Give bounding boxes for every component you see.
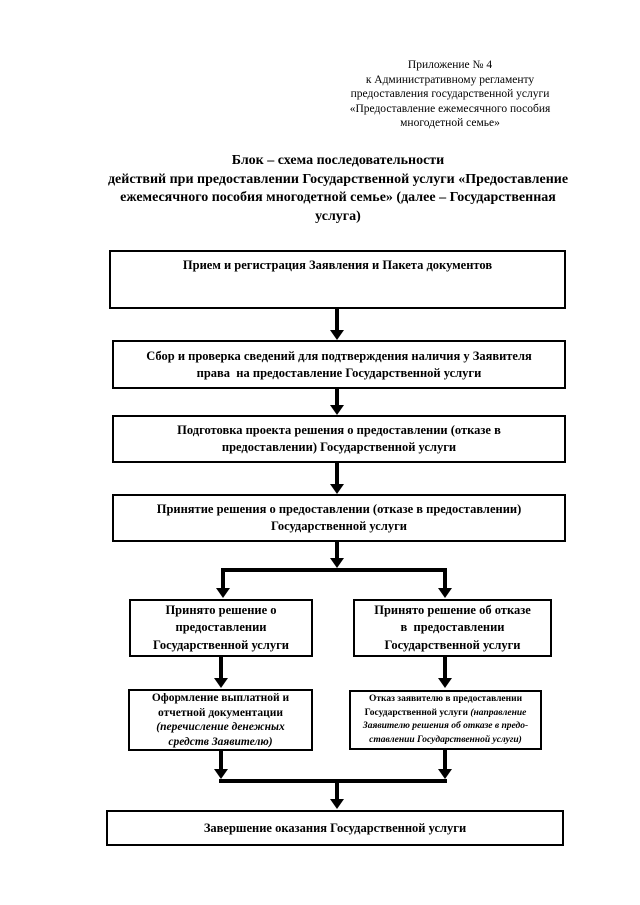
flow-box-draft-decision: Подготовка проекта решения о предоставле…: [112, 415, 566, 463]
flow-box-refused: Принято решение об отказе в предоставлен…: [353, 599, 552, 657]
flow-box-refusal-note: (направление Заявителю решения об отказе…: [362, 707, 529, 745]
arrowhead-down-icon: [214, 678, 228, 688]
split-drop-left: [221, 568, 225, 588]
flow-box-completion-label: Завершение оказания Государственной услу…: [203, 820, 467, 835]
flow-box-decision-label: Принятие решения о предоставлении (отказ…: [156, 502, 522, 533]
arrowhead-down-icon: [214, 769, 228, 779]
arrow-decision-to-split: [335, 540, 339, 558]
flow-box-refusal-label: Отказ заявителю в предоставлении Государ…: [363, 693, 528, 747]
merge-connector: [219, 779, 447, 783]
flow-box-decision: Принятие решения о предоставлении (отказ…: [112, 494, 566, 542]
flow-box-payment-label: Оформление выплатной и отчетной документ…: [152, 691, 289, 749]
flow-box-reception-label: Прием и регистрация Заявления и Пакета д…: [182, 258, 493, 272]
flow-box-verification-label: Сбор и проверка сведений для подтвержден…: [146, 348, 532, 380]
arrow-refused-to-refusal: [443, 657, 447, 678]
arrowhead-down-icon: [438, 769, 452, 779]
arrowhead-down-icon: [330, 484, 344, 494]
flow-box-draft-decision-label: Подготовка проекта решения о предоставле…: [177, 423, 501, 454]
flow-box-payment-note: (перечисление денежных средств Заявителю…: [156, 721, 285, 748]
arrow-merge-to-completion: [335, 783, 339, 799]
arrowhead-down-icon: [330, 799, 344, 809]
arrowhead-down-icon: [330, 405, 344, 415]
arrowhead-down-icon: [216, 588, 230, 598]
arrowhead-down-icon: [438, 588, 452, 598]
flow-box-reception: Прием и регистрация Заявления и Пакета д…: [109, 250, 566, 309]
split-drop-right: [443, 568, 447, 588]
arrow-reception-to-verification: [335, 307, 339, 330]
arrowhead-down-icon: [330, 330, 344, 340]
arrow-payment-to-merge: [219, 751, 223, 769]
flow-box-refusal: Отказ заявителю в предоставлении Государ…: [349, 690, 542, 750]
page-title: Блок – схема последовательности действий…: [107, 153, 569, 224]
flow-box-completion: Завершение оказания Государственной услу…: [106, 810, 564, 846]
flow-box-approved-label: Принято решение о предоставлении Государ…: [153, 602, 289, 652]
arrow-approved-to-payment: [219, 657, 223, 678]
flow-box-payment-main: Оформление выплатной и отчетной документ…: [151, 692, 290, 719]
flow-box-verification: Сбор и проверка сведений для подтвержден…: [112, 340, 566, 389]
flow-box-approved: Принято решение о предоставлении Государ…: [129, 599, 313, 657]
arrow-verification-to-draft: [335, 387, 339, 405]
appendix-note: Приложение № 4 к Административному регла…: [349, 59, 551, 129]
split-connector: [221, 568, 447, 572]
flow-box-refusal-main: Отказ заявителю в предоставлении Государ…: [364, 694, 523, 718]
flow-box-payment: Оформление выплатной и отчетной документ…: [128, 689, 313, 751]
arrowhead-down-icon: [438, 678, 452, 688]
arrow-refusal-to-merge: [443, 750, 447, 769]
arrowhead-down-icon: [330, 558, 344, 568]
flow-box-refused-label: Принято решение об отказе в предоставлен…: [374, 602, 531, 652]
arrow-draft-to-decision: [335, 461, 339, 484]
